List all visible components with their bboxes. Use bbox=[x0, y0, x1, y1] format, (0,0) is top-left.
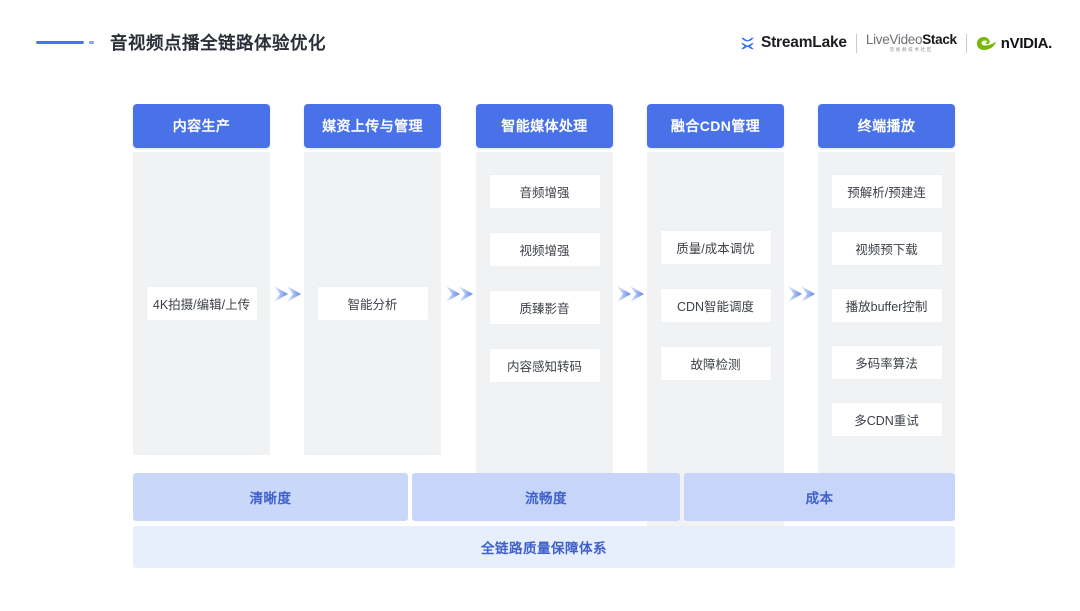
stage-item[interactable]: CDN智能调度 bbox=[660, 289, 771, 322]
nvidia-eye-icon bbox=[976, 36, 996, 50]
stage-item[interactable]: 视频增强 bbox=[489, 233, 600, 266]
stage-header-4[interactable]: 融合CDN管理 bbox=[647, 104, 784, 148]
logo-group: StreamLake LiveVideoStack 音视频技术社区 nVIDIA… bbox=[739, 30, 1052, 56]
stage-item[interactable]: 质量/成本调优 bbox=[660, 231, 771, 264]
livevideostack-wordmark: LiveVideoStack bbox=[866, 33, 957, 47]
stage-item[interactable]: 多码率算法 bbox=[831, 346, 942, 379]
stage-item[interactable]: 预解析/预建连 bbox=[831, 175, 942, 208]
stage-item[interactable]: 多CDN重试 bbox=[831, 403, 942, 436]
flow-arrow-icon bbox=[788, 286, 815, 302]
flow-arrow-icon bbox=[274, 286, 301, 302]
logo-divider bbox=[855, 33, 857, 53]
stage-body-5: 预解析/预建连 视频预下载 播放buffer控制 多码率算法 多CDN重试 bbox=[818, 152, 955, 478]
metric-bar-cost[interactable]: 成本 bbox=[684, 473, 955, 521]
stage-body-1: 4K拍摄/编辑/上传 bbox=[133, 152, 270, 455]
lvs-text-bold: Stack bbox=[922, 31, 957, 47]
stage-body-4: 质量/成本调优 CDN智能调度 故障检测 bbox=[647, 152, 784, 534]
stage-header-1[interactable]: 内容生产 bbox=[133, 104, 270, 148]
metric-bar-clarity[interactable]: 清晰度 bbox=[133, 473, 408, 521]
stage-item[interactable]: 内容感知转码 bbox=[489, 349, 600, 382]
nvidia-logo: nVIDIA. bbox=[976, 35, 1052, 52]
stage-item[interactable]: 故障检测 bbox=[660, 347, 771, 380]
page-title: 音视频点播全链路体验优化 bbox=[110, 33, 326, 53]
stage-header-2[interactable]: 媒资上传与管理 bbox=[304, 104, 441, 148]
streamlake-logo: StreamLake bbox=[739, 34, 847, 52]
title-rule-decoration bbox=[36, 41, 84, 44]
stage-header-label: 终端播放 bbox=[857, 118, 916, 134]
streamlake-mark-icon bbox=[741, 37, 754, 49]
title-dot-decoration bbox=[89, 41, 94, 44]
livevideostack-logo: LiveVideoStack 音视频技术社区 bbox=[866, 33, 957, 53]
stage-header-label: 媒资上传与管理 bbox=[322, 118, 423, 134]
page-header: 音视频点播全链路体验优化 StreamLake LiveVideoStack 音… bbox=[0, 0, 1080, 82]
stage-header-label: 内容生产 bbox=[172, 118, 231, 134]
stage-item[interactable]: 音频增强 bbox=[489, 175, 600, 208]
streamlake-wordmark: StreamLake bbox=[760, 34, 847, 51]
stage-header-5[interactable]: 终端播放 bbox=[818, 104, 955, 148]
stage-item[interactable]: 4K拍摄/编辑/上传 bbox=[146, 287, 257, 320]
flow-arrow-icon bbox=[617, 286, 644, 302]
logo-divider bbox=[965, 33, 967, 53]
lvs-text-pre: L bbox=[865, 31, 874, 47]
stage-body-3: 音频增强 视频增强 质臻影音 内容感知转码 bbox=[476, 152, 613, 478]
stage-body-2: 智能分析 bbox=[304, 152, 441, 455]
footer-quality-system-bar[interactable]: 全链路质量保障体系 bbox=[133, 526, 955, 568]
flow-arrow-icon bbox=[446, 286, 473, 302]
stage-item[interactable]: 视频预下载 bbox=[831, 232, 942, 265]
livevideostack-subtitle: 音视频技术社区 bbox=[889, 47, 933, 53]
stage-item[interactable]: 质臻影音 bbox=[489, 291, 600, 324]
stage-item[interactable]: 播放buffer控制 bbox=[831, 289, 942, 322]
metric-bar-smoothness[interactable]: 流畅度 bbox=[412, 473, 680, 521]
stage-header-label: 融合CDN管理 bbox=[670, 118, 761, 134]
lvs-text-mid: o bbox=[915, 31, 923, 47]
stage-item[interactable]: 智能分析 bbox=[317, 287, 428, 320]
lvs-text-light: iveVide bbox=[873, 31, 915, 47]
stage-header-3[interactable]: 智能媒体处理 bbox=[476, 104, 613, 148]
nvidia-wordmark: nVIDIA. bbox=[1000, 34, 1053, 52]
stage-header-label: 智能媒体处理 bbox=[501, 118, 588, 134]
